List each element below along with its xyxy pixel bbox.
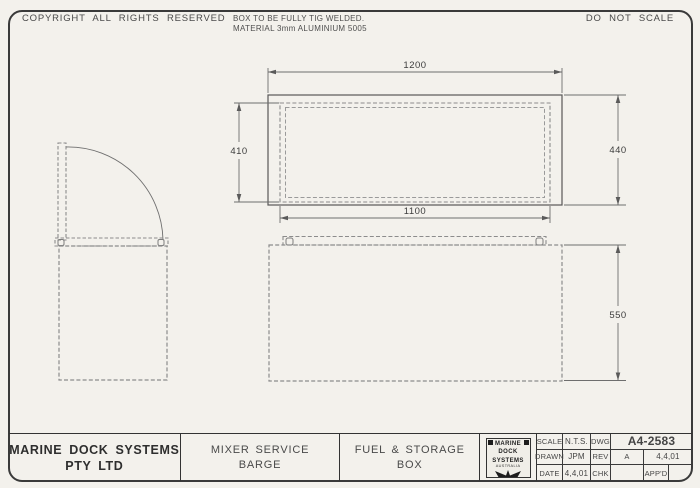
plan-body-hidden-outline	[279, 102, 551, 203]
dim-text-440: 440	[609, 145, 626, 156]
dimension-550: 550	[564, 244, 626, 381]
side-lid-lip-outline	[54, 237, 169, 247]
project-name-line2: BARGE	[238, 458, 282, 471]
chk-value-empty	[611, 465, 644, 481]
company-name-cell: MARINE DOCK SYSTEMS PTY LTD	[9, 434, 181, 481]
title-block: MARINE DOCK SYSTEMS PTY LTD MIXER SERVIC…	[9, 433, 692, 481]
front-hinge-right	[535, 237, 544, 246]
chk-label: CHK	[591, 465, 611, 481]
weld-note: BOX TO BE FULLY TIG WELDED. MATERIAL 3mm…	[233, 14, 367, 34]
dimension-1100: 1100	[279, 206, 551, 223]
logo-text-line1: MARINE	[495, 440, 522, 447]
drawing-title-line2: BOX	[396, 458, 423, 471]
scale-value: N.T.S.	[563, 434, 591, 450]
side-view	[54, 142, 169, 381]
dim-text-550: 550	[609, 310, 626, 321]
company-name-line1: MARINE DOCK SYSTEMS	[9, 442, 180, 457]
drawing-title-cell: FUEL & STORAGE BOX	[340, 434, 481, 481]
rev-date: 4,4,01	[656, 452, 680, 462]
dim-text-410: 410	[230, 146, 247, 157]
drawing-number: A4-2583	[611, 434, 692, 450]
rev-label: REV	[591, 449, 611, 466]
sheet-border	[8, 10, 693, 482]
plan-lid-outline	[267, 94, 563, 206]
plan-body-inner-hidden-outline	[285, 107, 545, 198]
side-open-lid-outline	[57, 142, 67, 241]
dimension-440: 440	[564, 94, 626, 206]
scale-label: SCALE	[537, 434, 563, 450]
dim-text-1100: 1100	[404, 206, 426, 217]
company-logo: MARINE DOCK SYSTEMS AUSTRALIA	[485, 437, 531, 478]
side-lid-swing-arc	[66, 146, 164, 241]
side-hinge-right	[157, 239, 165, 246]
company-logo-cell: MARINE DOCK SYSTEMS AUSTRALIA	[480, 434, 537, 481]
project-name-cell: MIXER SERVICE BARGE	[181, 434, 341, 481]
rev-value-cell: A 4,4,01	[611, 449, 692, 466]
do-not-scale-note: DO NOT SCALE	[585, 13, 674, 24]
logo-corner-square	[487, 439, 493, 445]
company-name-line2: PTY LTD	[65, 458, 124, 473]
approval-cell: APP'D	[611, 465, 692, 481]
front-body-outline	[268, 244, 563, 382]
plan-view	[267, 94, 563, 206]
date-value: 4,4,01	[563, 465, 591, 481]
weld-note-line1: BOX TO BE FULLY TIG WELDED.	[233, 14, 365, 23]
logo-text-line2: DOCK	[498, 449, 518, 455]
front-hinge-left	[285, 237, 294, 246]
side-body-outline	[58, 245, 168, 381]
copyright-note: COPYRIGHT ALL RIGHTS RESERVED	[22, 13, 226, 24]
drawn-value: JPM	[563, 449, 591, 466]
dwg-label: DWG	[591, 434, 611, 450]
logo-corner-square	[523, 439, 529, 445]
dimension-410: 410	[230, 102, 279, 203]
date-label: DATE	[537, 465, 563, 481]
appd-label: APP'D	[644, 465, 669, 481]
logo-text-line4: AUSTRALIA	[495, 464, 521, 468]
front-elevation-view	[268, 235, 563, 382]
drawn-label: DRAWN	[535, 449, 564, 466]
rev-letter: A	[611, 449, 644, 465]
project-name-line1: MIXER SERVICE	[210, 443, 310, 456]
drawing-title-line1: FUEL & STORAGE	[354, 443, 465, 456]
weld-note-line2: MATERIAL 3mm ALUMINIUM 5005	[233, 24, 367, 33]
logo-text-line3: SYSTEMS	[492, 457, 524, 464]
dim-text-1200: 1200	[403, 60, 426, 71]
front-lid-lip-outline	[282, 235, 547, 246]
dimension-1200: 1200	[267, 60, 563, 93]
title-block-table: SCALE N.T.S. DWG A4-2583 DRAWN JPM REV A…	[535, 434, 692, 481]
logo-dock-silhouette-icon	[495, 469, 522, 477]
